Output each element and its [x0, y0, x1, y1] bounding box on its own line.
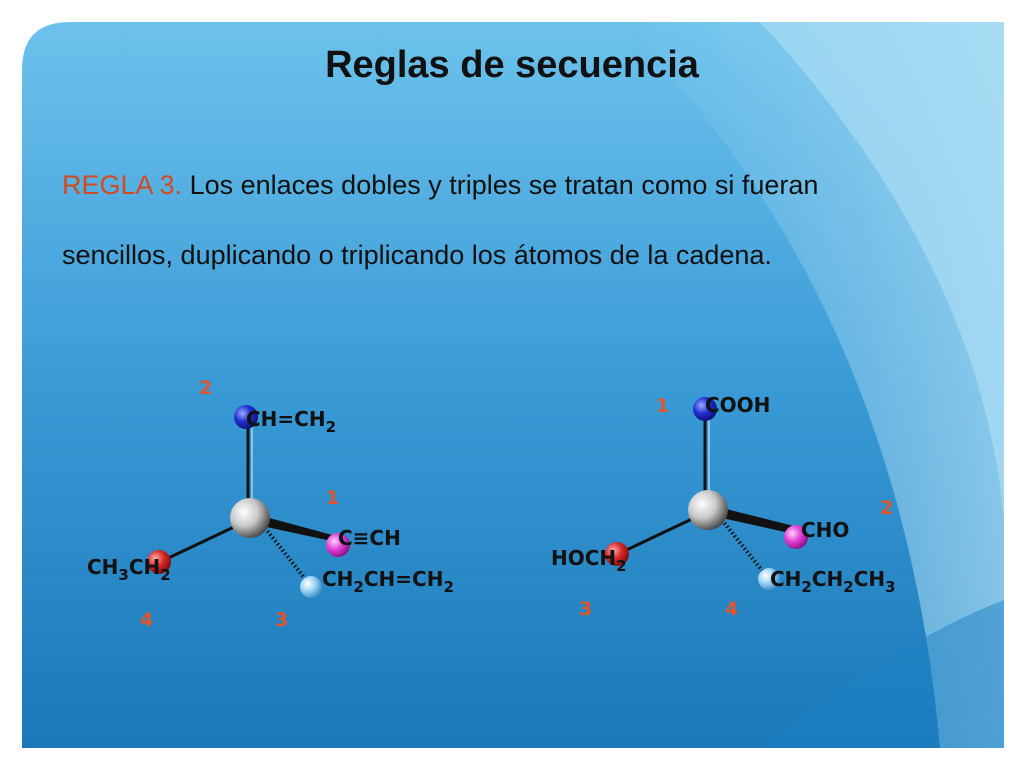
right-right-rank: 2 [880, 497, 893, 519]
molecule-left: CH=CH2 2 C≡CH 1 CH2CH=CH2 3 CH3CH2 4 [87, 377, 454, 631]
atom-red-left [147, 550, 171, 574]
left-right-group: C≡CH [338, 526, 401, 550]
slide-title: Reglas de secuencia [325, 44, 699, 86]
right-bottom-group: CH2CH2CH3 [770, 567, 896, 596]
rule-description: REGLA 3. Los enlaces dobles y triples se… [62, 150, 962, 290]
bond-wedge-right [722, 508, 794, 534]
rule-line-2: sencillos, duplicando o triplicando los … [62, 240, 772, 270]
left-bottom-rank: 3 [275, 609, 288, 631]
left-left-rank: 4 [140, 609, 153, 631]
atom-blue-top [693, 397, 717, 421]
rule-label: REGLA 3. [62, 170, 183, 200]
molecule-right: COOH 1 CHO 2 HOCH2 3 CH2CH2CH3 4 [551, 393, 896, 620]
left-bottom-group: CH2CH=CH2 [322, 567, 454, 596]
rule-line-1: Los enlaces dobles y triples se tratan c… [182, 170, 819, 200]
bond-hash-bottom [720, 518, 770, 580]
right-right-group: CHO [801, 518, 849, 542]
right-left-rank: 3 [579, 598, 592, 620]
atom-blue-top [234, 405, 258, 429]
bond-left [159, 524, 237, 564]
right-top-rank: 1 [656, 395, 669, 417]
right-left-group: HOCH2 [551, 546, 627, 575]
left-left-group: CH3CH2 [87, 555, 171, 584]
atom-magenta-right [326, 533, 350, 557]
bond-hash-bottom [263, 526, 312, 587]
right-top-group: COOH [705, 393, 770, 417]
bond-left [617, 516, 695, 556]
atom-lightblue-bottom [758, 568, 780, 590]
left-top-group: CH=CH2 [246, 407, 336, 436]
left-right-rank: 1 [326, 487, 339, 509]
bond-wedge-right [262, 516, 336, 542]
right-bottom-rank: 4 [725, 598, 738, 620]
atom-central-carbon [688, 490, 728, 530]
atom-red-left [605, 542, 629, 566]
atom-magenta-right [784, 525, 808, 549]
atom-central-carbon [230, 498, 270, 538]
atom-lightblue-bottom [300, 576, 322, 598]
left-top-rank: 2 [199, 377, 212, 399]
